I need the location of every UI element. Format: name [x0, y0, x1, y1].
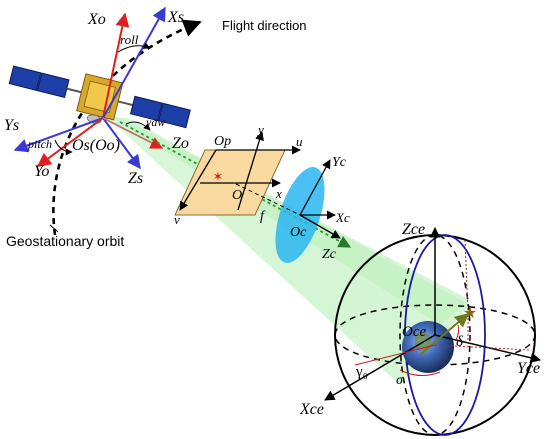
geostationary-orbit-arc	[52, 19, 202, 236]
label-zc: Zc	[322, 247, 337, 262]
gamma-line	[354, 344, 436, 366]
sigma-arc	[399, 369, 441, 376]
focal-plane-v-axis	[179, 149, 217, 211]
label-y: y	[256, 122, 264, 137]
label-yce: Yce	[517, 360, 540, 377]
label-zce: Zce	[402, 221, 425, 238]
xce-axis	[324, 334, 436, 401]
focal-length-dashed	[235, 183, 301, 216]
label-geostationary-orbit: Geostationary orbit	[6, 233, 124, 249]
camera-zc-axis	[299, 214, 341, 239]
yo-axis	[36, 117, 104, 167]
label-xs: Xs	[167, 9, 184, 26]
zce-dotted	[464, 239, 469, 315]
sphere-equator	[334, 304, 536, 366]
label-v: v	[174, 212, 180, 227]
label-o: O	[232, 188, 242, 203]
label-oce: Oce	[402, 324, 426, 340]
label-delta: δ	[456, 334, 464, 350]
label-sigma: σ	[396, 373, 404, 388]
ys-axis	[13, 117, 104, 153]
label-os-oo: Os(Oo)	[72, 137, 120, 154]
label-xce: Xce	[299, 401, 324, 418]
label-gamma0: γ₀	[355, 364, 368, 380]
label-yaw: yaw	[145, 115, 165, 129]
label-xc: Xc	[335, 210, 350, 225]
label-u: u	[296, 134, 303, 149]
label-x: x	[275, 186, 282, 201]
label-op: Op	[214, 134, 231, 149]
label-ys: Ys	[4, 117, 19, 134]
image-point-star: ✶	[213, 169, 224, 184]
focal-plane-y-axis	[237, 131, 264, 211]
xo-axis	[102, 12, 130, 119]
label-oc: Oc	[290, 225, 307, 240]
label-zs: Zs	[128, 170, 143, 187]
los-to-star	[419, 313, 470, 356]
label-xo: Xo	[87, 11, 106, 28]
pitch-arc	[54, 139, 73, 156]
yaw-arc	[125, 121, 151, 131]
label-pitch: pitch	[27, 137, 52, 151]
delta-arc	[455, 324, 460, 341]
roll-arc	[117, 42, 151, 53]
xs-axis	[102, 6, 166, 119]
label-flight-direction: Flight direction	[222, 18, 307, 33]
camera-yc-axis	[299, 159, 331, 216]
label-yc: Yc	[332, 155, 347, 170]
sphere-meridian-dashed	[399, 234, 471, 436]
zo-axis	[102, 117, 164, 149]
orbit-label-leader	[49, 224, 59, 233]
satellite-icon	[8, 65, 191, 129]
zs-axis	[102, 117, 141, 170]
star-icon: ★	[463, 305, 477, 322]
label-roll: roll	[120, 32, 139, 47]
label-f: f	[260, 209, 266, 224]
label-zo: Zo	[172, 135, 189, 152]
label-yo: Yo	[34, 163, 49, 180]
